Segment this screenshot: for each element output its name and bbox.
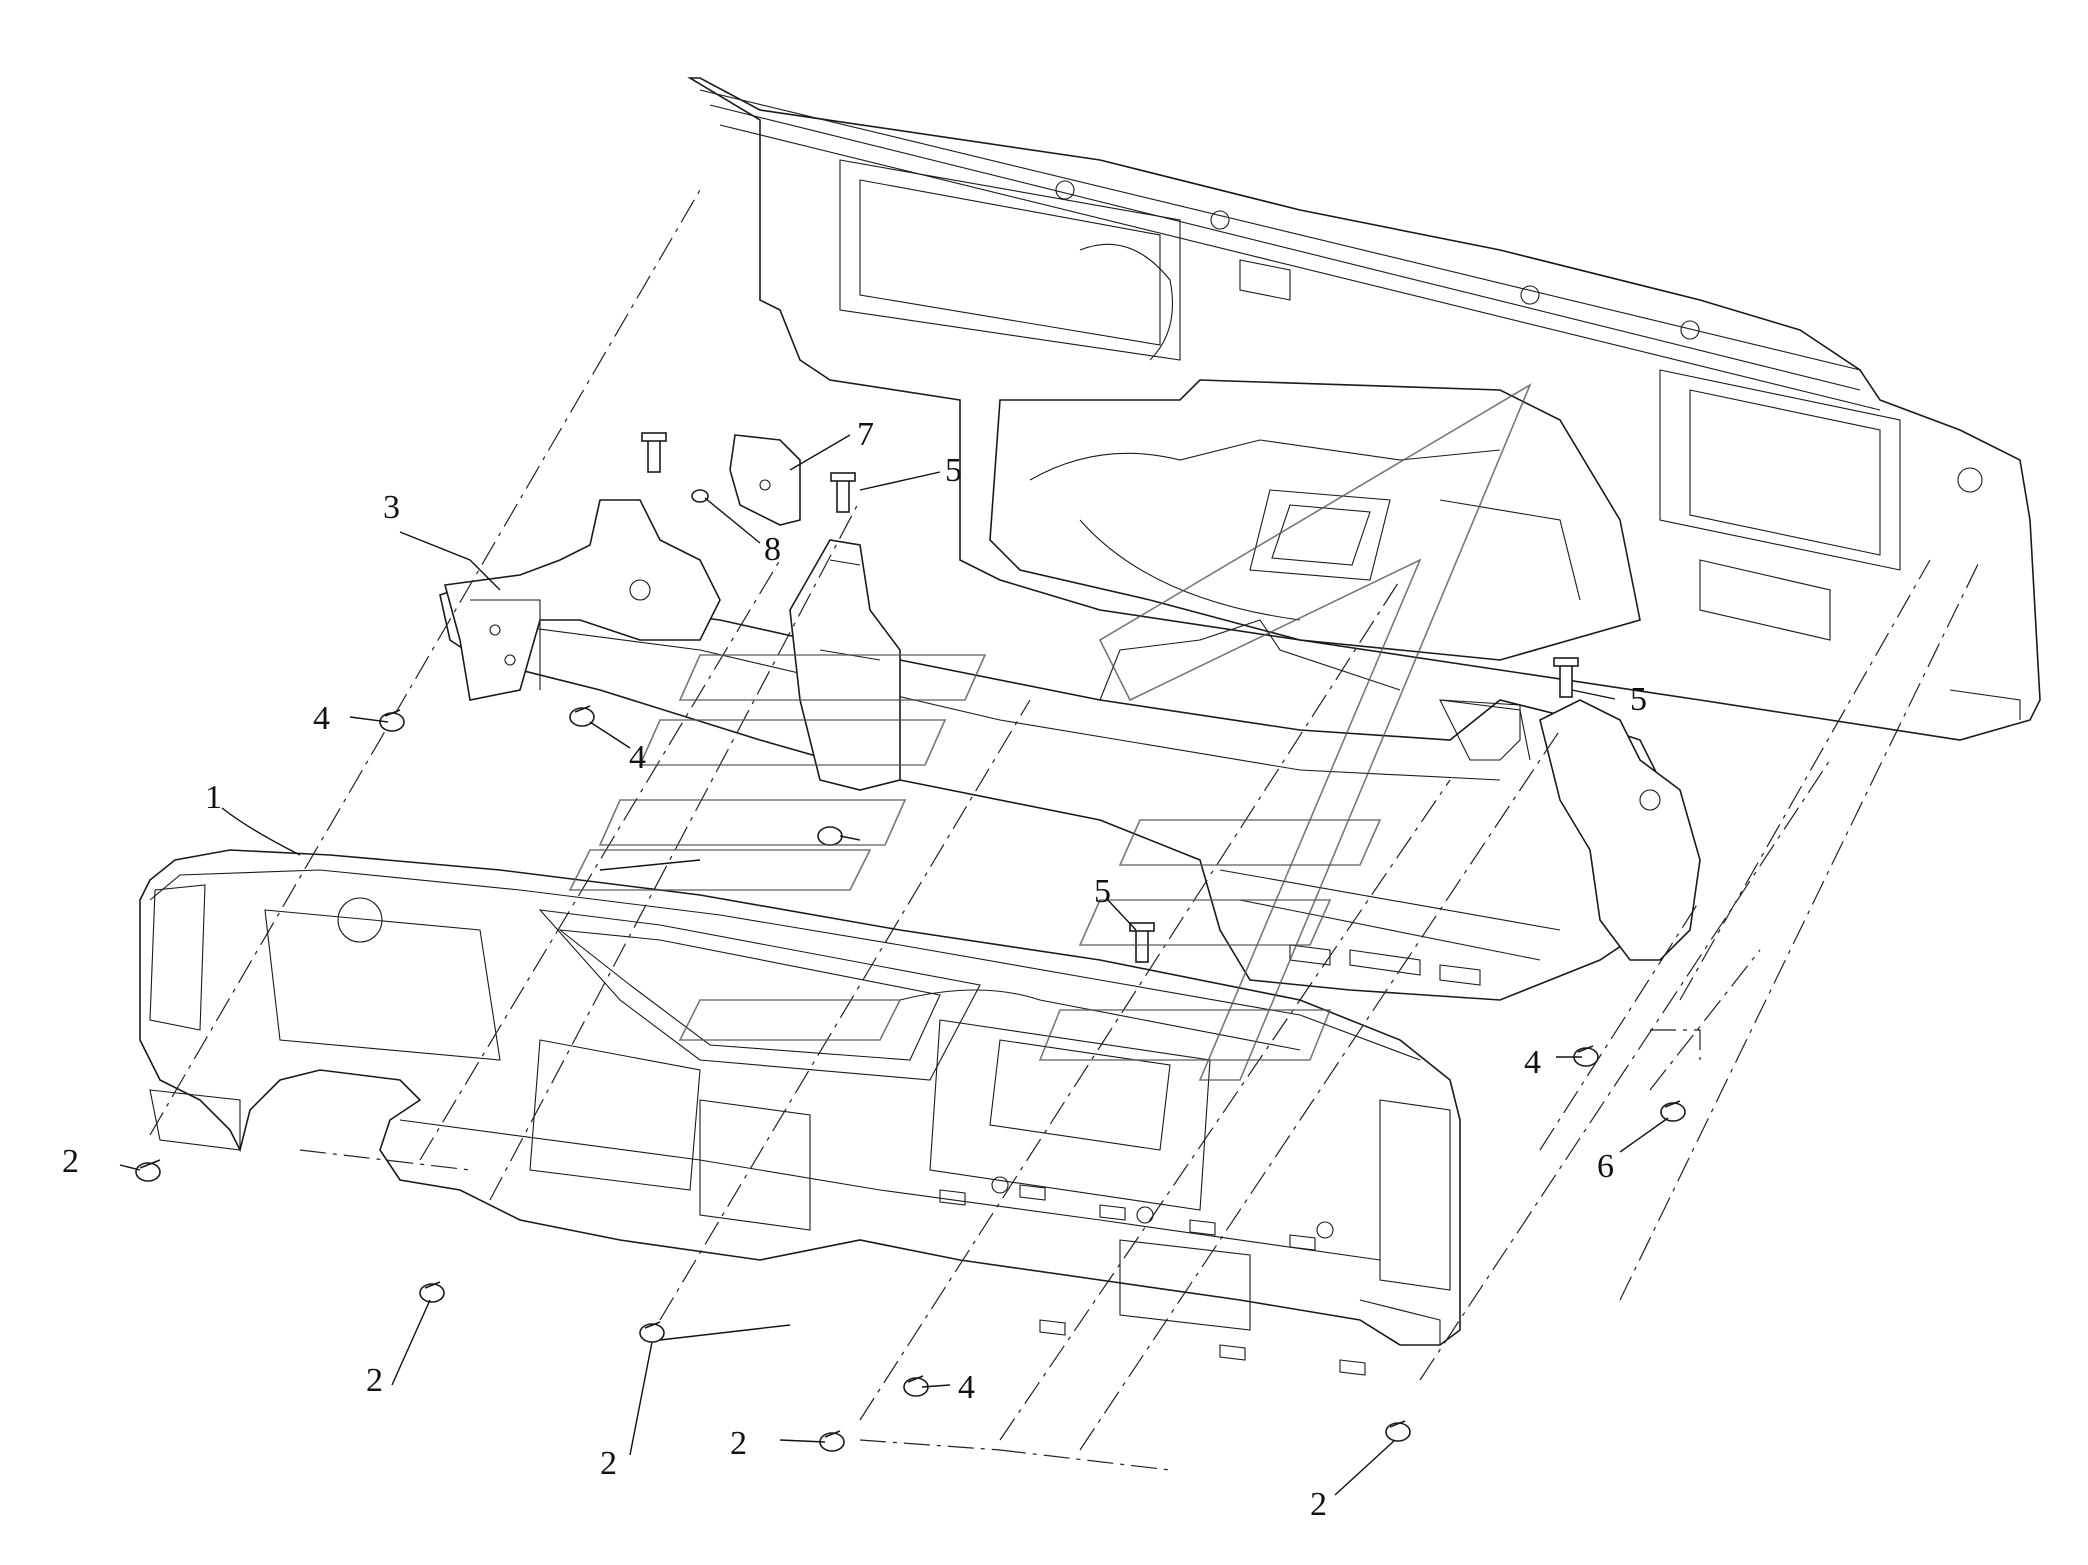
- bolt-2b: [419, 1281, 445, 1303]
- screw-5c: [1129, 922, 1155, 963]
- callout-5a: 5: [945, 452, 962, 489]
- leader-lines: [119, 434, 1669, 1496]
- callout-6: 6: [1597, 1148, 1614, 1185]
- callout-5b: 5: [1630, 681, 1647, 718]
- callout-4d: 4: [1524, 1044, 1541, 1081]
- callout-4c: 4: [958, 1369, 975, 1406]
- small-bracket: [729, 434, 801, 526]
- center-support-bracket: [789, 539, 901, 791]
- instrument-panel: [139, 849, 1461, 1376]
- screw-5a: [641, 432, 667, 473]
- screw-5b: [830, 472, 856, 513]
- bolt-2d: [819, 1430, 845, 1452]
- callouts: 1 2 2 2 2 2 3 4 4 4 4 5 5 5 6 7 8: [62, 416, 1647, 1523]
- bolt-2c: [639, 1321, 665, 1343]
- callout-2e: 2: [1310, 1486, 1327, 1523]
- callout-2c: 2: [600, 1445, 617, 1482]
- bolt-4d: [1573, 1045, 1599, 1067]
- callout-3: 3: [383, 489, 400, 526]
- callout-1: 1: [205, 779, 222, 816]
- callout-4a: 4: [313, 700, 330, 737]
- bolt-4c: [903, 1375, 929, 1397]
- screw-5d: [1553, 657, 1579, 698]
- callout-5c: 5: [1094, 873, 1111, 910]
- bolt-2e: [1385, 1420, 1411, 1442]
- bolt-center: [817, 826, 861, 846]
- bolt-2a: [135, 1159, 161, 1182]
- nut-8: [691, 489, 709, 503]
- center-tunnel: [989, 379, 1641, 661]
- callout-2d: 2: [730, 1425, 747, 1462]
- callout-4b: 4: [629, 739, 646, 776]
- callout-8: 8: [764, 531, 781, 568]
- alignment-lines: [149, 189, 1981, 1471]
- bolt-4b: [569, 705, 595, 727]
- bolt-4a: [379, 709, 405, 732]
- callout-2a: 2: [62, 1143, 79, 1180]
- watermark-graphic: [568, 383, 1532, 1081]
- fasteners: [135, 432, 1686, 1452]
- right-bracket: [1439, 699, 1701, 961]
- left-bracket: [443, 499, 721, 701]
- bolt-6: [1660, 1100, 1686, 1122]
- callout-2b: 2: [366, 1362, 383, 1399]
- callout-7: 7: [857, 416, 874, 453]
